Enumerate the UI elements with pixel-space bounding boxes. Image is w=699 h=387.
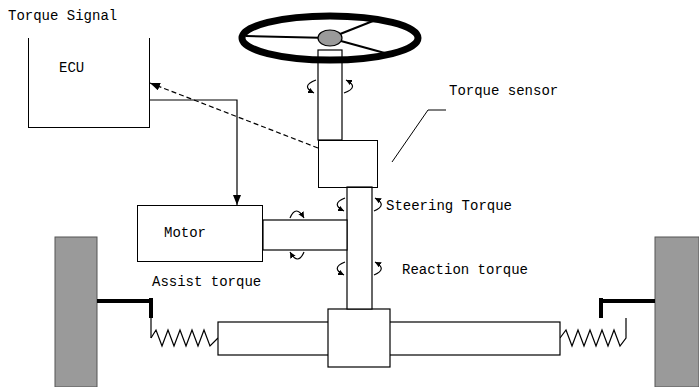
road-wheel <box>655 237 699 387</box>
rotation-arrow <box>290 80 381 275</box>
torque-label: Steering Torque <box>384 198 514 215</box>
ecu-box: ECU <box>28 38 150 128</box>
signal-label: Torque Signal <box>6 8 119 25</box>
torque-label: Assist torque <box>150 274 263 291</box>
torque-label: Reaction torque <box>400 262 530 279</box>
node-text: Torque sensor <box>447 83 560 100</box>
signal-arrow <box>150 100 237 205</box>
lower-shaft <box>347 187 372 309</box>
motor-shaft <box>263 220 347 250</box>
node-text: ECU <box>59 60 149 77</box>
leader-line <box>392 110 446 162</box>
steering-wheel <box>242 16 418 60</box>
motor-box: Motor <box>137 205 263 262</box>
road-wheel <box>55 237 97 387</box>
node-text: Motor <box>164 225 206 242</box>
torque-sensor: Torque sensor <box>318 140 378 188</box>
signal-arrow <box>150 83 318 148</box>
pinion-housing <box>328 309 390 367</box>
